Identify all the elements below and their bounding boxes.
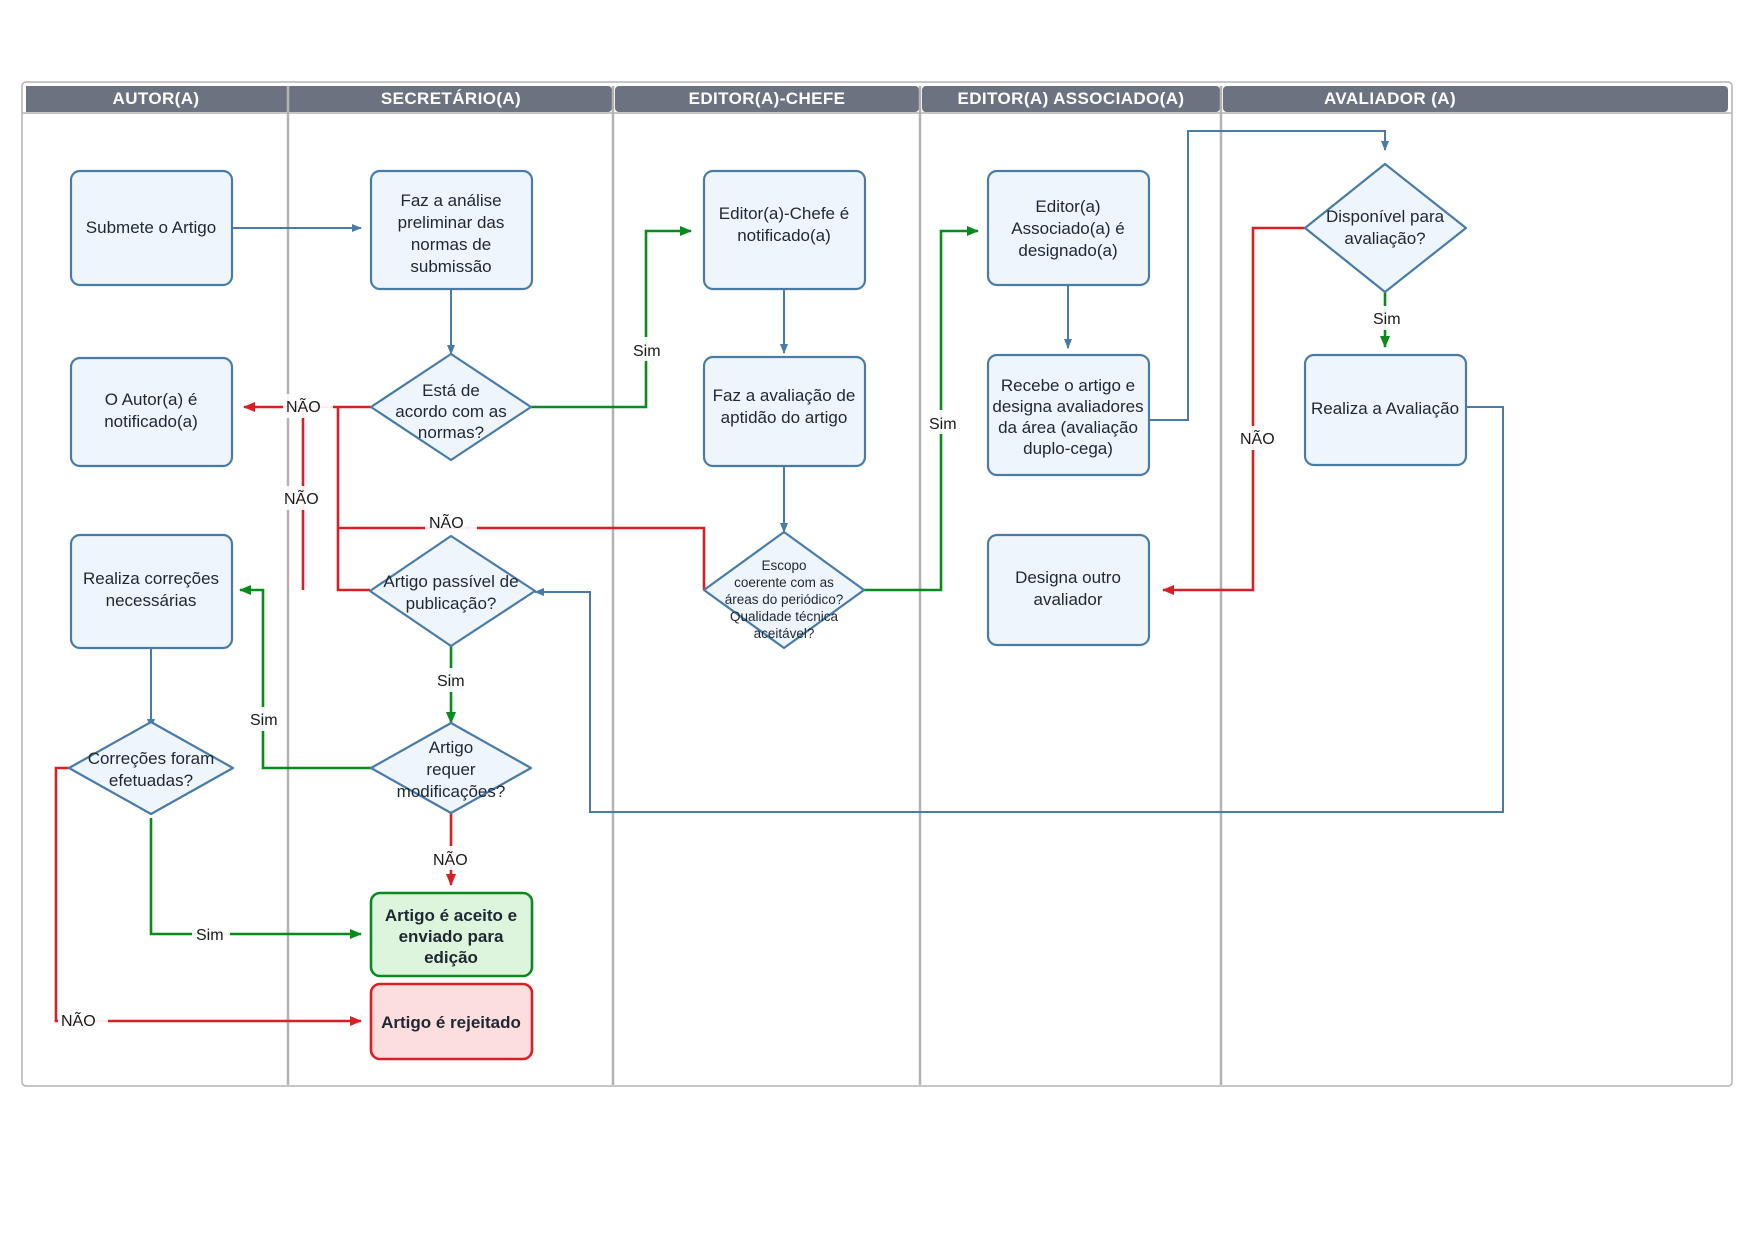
node-label-escopo-4: Qualidade técnica (730, 609, 839, 624)
lane-label-secretario: SECRETÁRIO(A) (381, 89, 521, 108)
edge-label-nao-correcoes-rejeitado: NÃO (61, 1010, 96, 1030)
edge-label-sim-normas-chefe: Sim (633, 343, 661, 360)
connector-layer (54, 130, 1504, 1026)
node-artigo-rejeitado[interactable]: Artigo é rejeitado (369, 982, 534, 1061)
node-designa-outro-avaliador[interactable]: Designa outro avaliador (986, 533, 1151, 647)
node-label-escopo-2: coerente com as (734, 575, 834, 590)
edge-label-sim-escopo-assoc: Sim (929, 416, 957, 433)
node-label-realiza-avaliacao: Realiza a Avaliação (1311, 399, 1459, 418)
node-artigo-aceito[interactable]: Artigo é aceito e enviado para edição (369, 891, 534, 978)
edge-label-nao-autor-correcoes: NÃO (284, 488, 319, 508)
connector-disponivel-nao-designa (1162, 226, 1305, 595)
node-label-aptidao-2: aptidão do artigo (721, 408, 848, 427)
node-label-realiza-correcoes-1: Realiza correções (83, 569, 219, 588)
node-analise-preliminar[interactable]: Faz a análise preliminar das normas de s… (369, 169, 534, 291)
edge-label-nao-normas-autor: NÃO (286, 396, 321, 416)
node-label-aceito-3: edição (424, 948, 478, 967)
node-label-disponivel-2: avaliação? (1344, 229, 1425, 248)
connector-correcoes-nao-rejeitado (54, 766, 362, 1026)
node-label-designa-2: avaliador (1034, 590, 1103, 609)
connector-normas-sim-chefe (531, 226, 692, 409)
node-disponivel-avaliacao[interactable]: Disponível para avaliação? (1303, 162, 1468, 294)
edge-label-nao-disponivel-designa: NÃO (1240, 428, 1275, 448)
node-recebe-designa-avaliadores[interactable]: Recebe o artigo e designa avaliadores da… (986, 353, 1151, 477)
lane-header-secretario: SECRETÁRIO(A) (290, 86, 612, 112)
node-label-aceito-1: Artigo é aceito e (385, 906, 517, 925)
node-label-aceito-2: enviado para (399, 927, 504, 946)
connector-correcoes-sim-aceito (149, 818, 362, 939)
node-label-aptidao-1: Faz a avaliação de (713, 386, 856, 405)
lane-label-autor: AUTOR(A) (113, 89, 200, 108)
lane-label-editor-associado: EDITOR(A) ASSOCIADO(A) (958, 89, 1185, 108)
node-label-passivel-1: Artigo passível de (383, 572, 518, 591)
node-label-assoc-2: Associado(a) é (1011, 219, 1124, 238)
node-assoc-designado[interactable]: Editor(a) Associado(a) é designado(a) (986, 169, 1151, 287)
node-escopo-coerente[interactable]: Escopo coerente com as áreas do periódic… (702, 530, 866, 650)
node-label-analise-1: Faz a análise (400, 191, 501, 210)
node-label-analise-4: submissão (410, 257, 491, 276)
node-submete-artigo[interactable]: Submete o Artigo (69, 169, 234, 287)
node-label-assoc-1: Editor(a) (1035, 197, 1100, 216)
node-artigo-requer-modificacoes[interactable]: Artigo requer modificações? (369, 721, 533, 815)
lane-header-editor-associado: EDITOR(A) ASSOCIADO(A) (922, 86, 1220, 112)
node-label-requer-2: requer (426, 760, 475, 779)
node-label-normas-1: Está de (422, 381, 480, 400)
node-label-correcoes-efetuadas-1: Correções foram (88, 749, 215, 768)
node-label-disponivel-1: Disponível para (1326, 207, 1445, 226)
node-label-escopo-5: aceitável? (754, 626, 815, 641)
node-label-requer-1: Artigo (429, 738, 473, 757)
node-label-autor-notificado-2: notificado(a) (104, 412, 198, 431)
node-artigo-passivel-publicacao[interactable]: Artigo passível de publicação? (368, 534, 537, 648)
node-realiza-correcoes[interactable]: Realiza correções necessárias (69, 533, 234, 650)
node-label-realiza-correcoes-2: necessárias (106, 591, 197, 610)
node-label-normas-3: normas? (418, 423, 484, 442)
node-esta-de-acordo-normas[interactable]: Está de acordo com as normas? (369, 352, 533, 462)
node-label-requer-3: modificações? (397, 782, 506, 801)
node-label-chefe-1: Editor(a)-Chefe é (719, 204, 849, 223)
edge-label-sim-requer-correcoes: Sim (250, 712, 278, 729)
connector-normas-nao-passivel (336, 407, 370, 592)
lane-label-avaliador: AVALIADOR (A) (1324, 89, 1456, 108)
edge-label-sim-correcoes-aceito: Sim (196, 927, 224, 944)
node-label-recebe-3: da área (avaliação (998, 418, 1138, 437)
node-autor-notificado[interactable]: O Autor(a) é notificado(a) (69, 356, 234, 468)
node-chefe-notificado[interactable]: Editor(a)-Chefe é notificado(a) (702, 169, 867, 291)
edge-label-nao-requer-aceito: NÃO (433, 849, 468, 869)
edge-label-layer: NÃO NÃO NÃO NÃO NÃO NÃO Sim Sim Sim Sim … (58, 306, 1407, 1032)
node-label-correcoes-efetuadas-2: efetuadas? (109, 771, 193, 790)
node-label-designa-1: Designa outro (1015, 568, 1121, 587)
connector-realiza-passivel (534, 406, 1504, 813)
node-correcoes-foram-efetuadas[interactable]: Correções foram efetuadas? (67, 720, 235, 816)
connector-requer-sim-correcoes (239, 585, 371, 770)
lane-header-avaliador: AVALIADOR (A) (1223, 86, 1728, 112)
node-label-escopo-1: Escopo (761, 558, 806, 573)
node-label-submete: Submete o Artigo (86, 218, 216, 237)
node-label-passivel-2: publicação? (406, 594, 497, 613)
node-label-analise-2: preliminar das (398, 213, 505, 232)
node-label-rejeitado: Artigo é rejeitado (381, 1013, 521, 1032)
swimlane-container: AUTOR(A) SECRETÁRIO(A) EDITOR(A)-CHEFE E… (21, 81, 1733, 1087)
edge-label-sim-disponivel-realiza: Sim (1373, 311, 1401, 328)
lane-header-editor-chefe: EDITOR(A)-CHEFE (615, 86, 919, 112)
lane-label-editor-chefe: EDITOR(A)-CHEFE (689, 89, 846, 108)
node-label-recebe-2: designa avaliadores (992, 397, 1143, 416)
node-realiza-avaliacao[interactable]: Realiza a Avaliação (1303, 353, 1468, 467)
node-label-analise-3: normas de (411, 235, 491, 254)
edge-label-nao-escopo-passivel: NÃO (429, 512, 464, 532)
node-label-recebe-4: duplo-cega) (1023, 439, 1113, 458)
node-label-recebe-1: Recebe o artigo e (1001, 376, 1135, 395)
node-avaliacao-aptidao[interactable]: Faz a avaliação de aptidão do artigo (702, 355, 867, 468)
node-label-assoc-3: designado(a) (1018, 241, 1117, 260)
lane-header-autor: AUTOR(A) (26, 86, 298, 112)
node-label-chefe-2: notificado(a) (737, 226, 831, 245)
edge-label-sim-passivel-requer: Sim (437, 673, 465, 690)
node-label-autor-notificado-1: O Autor(a) é (105, 390, 198, 409)
node-label-normas-2: acordo com as (395, 402, 507, 421)
connector-recebe-disponivel (1150, 130, 1389, 421)
node-label-escopo-3: áreas do periódico? (725, 592, 844, 607)
